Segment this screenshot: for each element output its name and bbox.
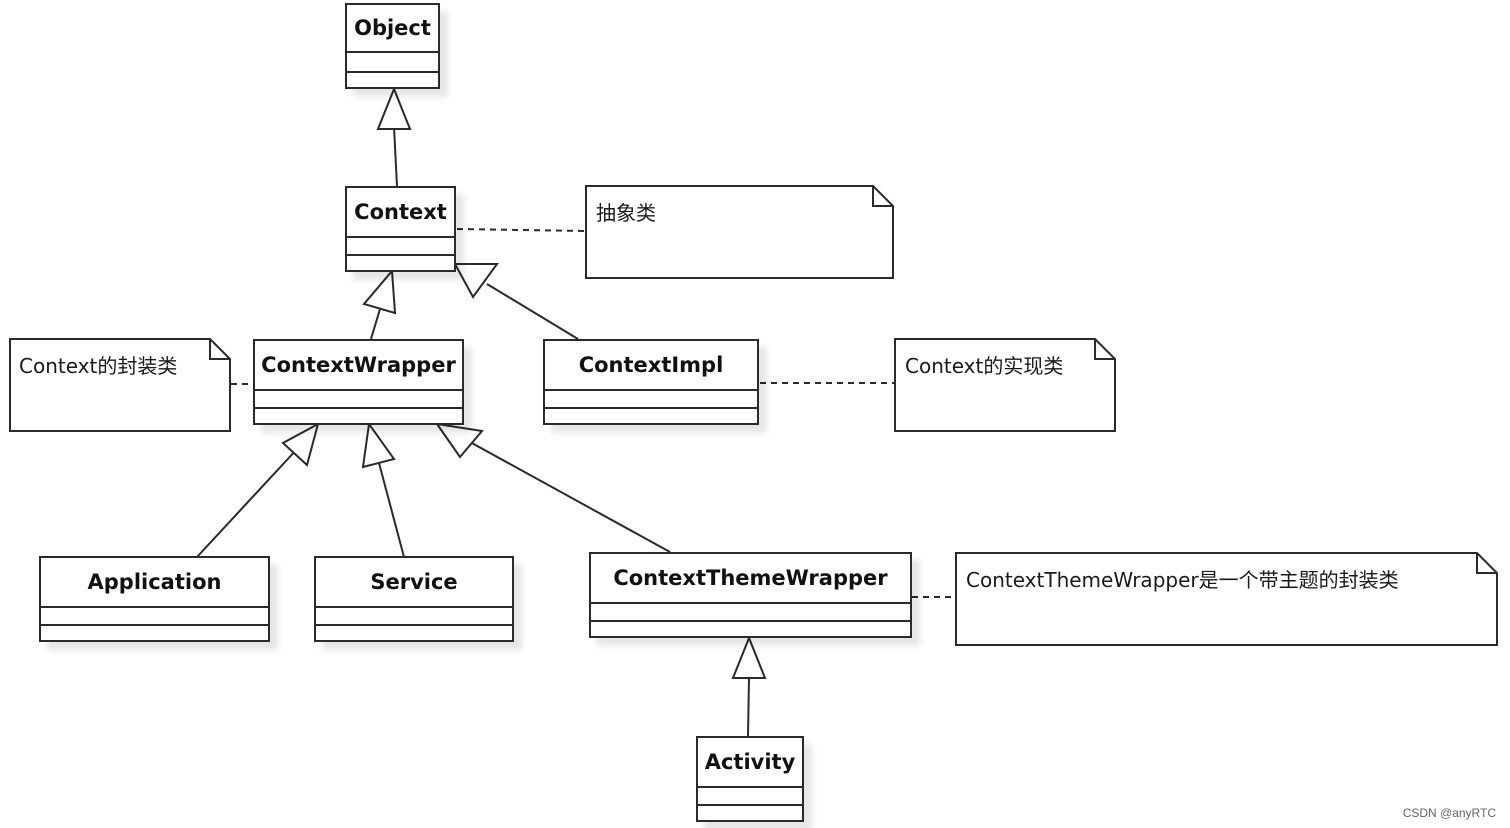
edge-activity-themewrapper <box>747 677 750 737</box>
class-operations <box>347 256 454 270</box>
watermark: CSDN @anyRTC <box>1402 806 1496 820</box>
class-operations <box>41 626 268 640</box>
note-text-wrapper: Context的封装类 <box>19 354 178 378</box>
arrowhead-object <box>376 86 412 130</box>
class-operations <box>545 409 757 423</box>
class-context-wrapper: ContextWrapper <box>253 339 464 425</box>
edge-service-wrapper <box>378 462 405 558</box>
edge-impl-context <box>486 283 579 340</box>
note-shape-wrapper <box>9 338 231 432</box>
edge-themewrapper-wrapper <box>469 441 671 553</box>
class-operations <box>698 806 802 820</box>
class-name-context-theme-wrapper: ContextThemeWrapper <box>591 554 910 604</box>
class-operations <box>347 73 438 87</box>
note-shape-theme <box>955 552 1498 646</box>
class-name-activity: Activity <box>698 738 802 788</box>
note-link-context <box>456 228 587 232</box>
class-operations <box>316 626 512 640</box>
class-operations <box>591 622 910 636</box>
class-attributes <box>347 238 454 256</box>
class-attributes <box>255 391 462 409</box>
note-text-context: 抽象类 <box>596 201 656 225</box>
class-operations <box>255 409 462 423</box>
class-attributes <box>698 788 802 806</box>
class-name-context-wrapper: ContextWrapper <box>255 341 462 391</box>
class-activity: Activity <box>696 736 804 822</box>
arrowhead-wrapper-2 <box>361 421 396 469</box>
note-text-impl: Context的实现类 <box>905 354 1064 378</box>
arrowhead-themewrapper <box>731 635 767 679</box>
class-attributes <box>591 604 910 622</box>
class-object: Object <box>345 3 440 89</box>
class-name-context-impl: ContextImpl <box>545 341 757 391</box>
class-name-application: Application <box>41 558 268 608</box>
class-service: Service <box>314 556 514 642</box>
note-shape-context <box>585 185 894 279</box>
arrowhead-context-right <box>453 263 499 299</box>
class-context-theme-wrapper: ContextThemeWrapper <box>589 552 912 638</box>
class-attributes <box>545 391 757 409</box>
class-application: Application <box>39 556 270 642</box>
arrowhead-wrapper-1 <box>281 422 320 467</box>
arrowhead-wrapper-3 <box>434 422 484 459</box>
note-shape-impl <box>894 338 1116 432</box>
edge-context-object <box>393 126 398 187</box>
arrowhead-context-left <box>362 268 397 315</box>
class-attributes <box>41 608 268 626</box>
edge-wrapper-context <box>370 308 381 340</box>
class-name-service: Service <box>316 558 512 608</box>
class-attributes <box>347 53 438 73</box>
class-name-context: Context <box>347 188 454 238</box>
note-text-theme: ContextThemeWrapper是一个带主题的封装类 <box>966 568 1399 592</box>
class-attributes <box>316 608 512 626</box>
class-context: Context <box>345 186 456 272</box>
class-name-object: Object <box>347 5 438 53</box>
edge-application-wrapper <box>196 447 299 558</box>
class-context-impl: ContextImpl <box>543 339 759 425</box>
